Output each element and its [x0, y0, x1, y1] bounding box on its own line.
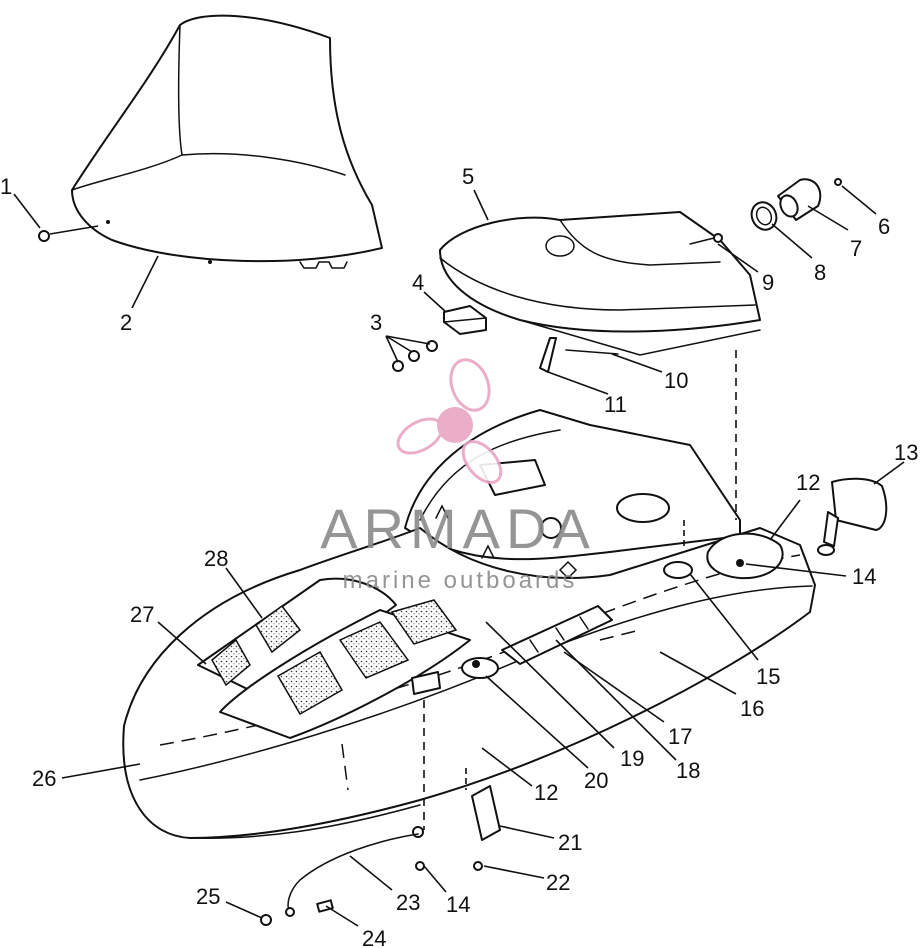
callout-11: 11 — [604, 392, 627, 417]
callout-10: 10 — [664, 368, 688, 393]
hood-bracket — [443, 305, 487, 335]
callout-23: 23 — [396, 890, 420, 915]
console-hood — [439, 211, 761, 356]
callout-9: 9 — [762, 270, 774, 295]
callout-3: 3 — [370, 310, 382, 335]
callout-24: 24 — [362, 926, 386, 948]
mirror — [817, 477, 888, 556]
callout-27: 27 — [130, 602, 154, 627]
callout-21: 21 — [558, 830, 582, 855]
watermark-brand: ARMADA — [320, 497, 596, 560]
callout-15: 15 — [756, 664, 780, 689]
assembly-guide-lines — [423, 350, 737, 830]
hood-rod-and-clip — [539, 337, 619, 373]
leader-lines — [13, 185, 905, 927]
gauge-assembly — [689, 178, 842, 245]
footwell-left — [197, 577, 397, 701]
callout-18: 18 — [676, 758, 700, 783]
lower-hardware — [260, 785, 501, 926]
callout-12-lower: 12 — [534, 780, 558, 805]
windshield-screw — [38, 225, 99, 242]
callout-7: 7 — [850, 236, 862, 261]
callout-12-upper: 12 — [796, 470, 820, 495]
callout-2: 2 — [120, 310, 132, 335]
callout-16: 16 — [740, 696, 764, 721]
callout-22: 22 — [546, 870, 570, 895]
side-grill — [501, 605, 613, 665]
callout-6: 6 — [878, 214, 890, 239]
callout-25: 25 — [196, 884, 220, 909]
fuel-cap — [461, 657, 499, 679]
callout-5: 5 — [462, 164, 474, 189]
callout-19: 19 — [620, 746, 644, 771]
watermark: ARMADA marine outboards — [320, 358, 596, 594]
callout-20: 20 — [584, 768, 608, 793]
callout-labels: 1 2 3 4 5 6 7 8 9 10 11 12 13 14 15 16 1… — [0, 164, 918, 948]
callout-1: 1 — [0, 174, 12, 199]
screw-set — [392, 340, 438, 372]
hull-fittings — [411, 532, 784, 695]
watermark-tagline: marine outboards — [343, 567, 578, 594]
callout-8: 8 — [814, 260, 826, 285]
callout-17: 17 — [668, 724, 692, 749]
propeller-logo-icon — [396, 358, 503, 484]
callout-13: 13 — [894, 440, 918, 465]
windshield — [71, 14, 383, 269]
callout-14-upper: 14 — [852, 564, 876, 589]
callout-4: 4 — [412, 270, 424, 295]
callout-28: 28 — [204, 546, 228, 571]
callout-14-lower: 14 — [446, 892, 470, 917]
footwell-right — [219, 599, 471, 739]
callout-26: 26 — [32, 766, 56, 791]
